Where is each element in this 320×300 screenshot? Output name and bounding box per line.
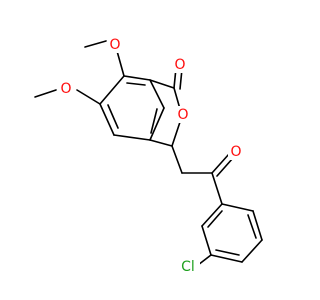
bond-ketone-co-1 [211, 153, 230, 174]
bond-ring-inner-1 [107, 104, 119, 129]
svg-text:O: O [60, 81, 71, 97]
atom-o-methoxy-top: O [107, 36, 123, 53]
bond-ph-1 [201, 203, 223, 227]
bond-methyl-left [34, 89, 57, 98]
atom-o-lactone-carbonyl: O [172, 56, 188, 73]
bond-ph-2 [201, 225, 212, 256]
bond-ph-4 [241, 239, 263, 263]
bond-o-top-ring [116, 50, 125, 77]
bond-c-carbonyl [149, 79, 175, 89]
bond-methyl-top [84, 40, 107, 48]
bond-ring-1 [99, 75, 125, 105]
svg-text:Cl: Cl [181, 259, 195, 275]
atom-o-methoxy-left: O [58, 80, 74, 97]
bond-ph-6 [221, 203, 254, 212]
bond-ring-3 [113, 134, 151, 141]
molecule-diagram: O O O O O Cl [34, 36, 263, 275]
structure-canvas: O O O O O Cl [34, 36, 263, 275]
bond-c-cl [197, 254, 212, 266]
bond-ph-inner-1 [207, 210, 223, 228]
bond-ring-inner-3 [126, 82, 146, 86]
bond-o-left-ring [76, 89, 101, 105]
atom-o-lactone-ring: O [175, 106, 191, 123]
bond-ring-6 [123, 75, 151, 81]
bond-ketone-co-2 [216, 157, 234, 177]
bond-ring-5 [149, 79, 165, 109]
svg-text:O: O [230, 144, 241, 160]
svg-text:O: O [174, 57, 185, 73]
svg-text:O: O [177, 107, 188, 123]
bond-ketone-phenyl [211, 172, 223, 205]
bond-ph-inner-2 [215, 249, 240, 256]
bond-ph-5 [252, 210, 263, 241]
bond-ring-inner-2 [150, 108, 158, 134]
bond-ch-ch2 [171, 145, 183, 174]
bond-ring-4 [149, 107, 165, 141]
bond-ph-inner-3 [247, 214, 257, 239]
bond-ring-2 [99, 103, 115, 136]
svg-text:O: O [109, 37, 120, 53]
atom-cl: Cl [176, 258, 200, 275]
atom-o-ketone: O [228, 143, 244, 160]
bond-ch-ring [149, 139, 173, 147]
bond-ph-3 [210, 254, 243, 263]
